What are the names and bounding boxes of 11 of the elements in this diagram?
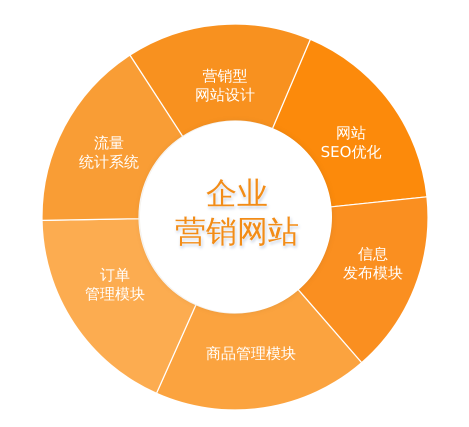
ring-segment <box>297 196 428 363</box>
segment-label: 商品管理模块 <box>206 344 296 364</box>
ring-segment <box>129 24 311 137</box>
ring-segment <box>156 289 362 410</box>
segment-label: 营销型网站设计 <box>195 67 255 105</box>
segment-label: 网站SEO优化 <box>320 124 382 162</box>
segment-label: 信息发布模块 <box>343 245 403 283</box>
segment-label: 流量统计系统 <box>79 134 139 172</box>
segment-label: 订单管理模块 <box>85 266 145 304</box>
center-title: 企业营销网站 <box>175 175 299 251</box>
ring-segment <box>272 39 427 207</box>
